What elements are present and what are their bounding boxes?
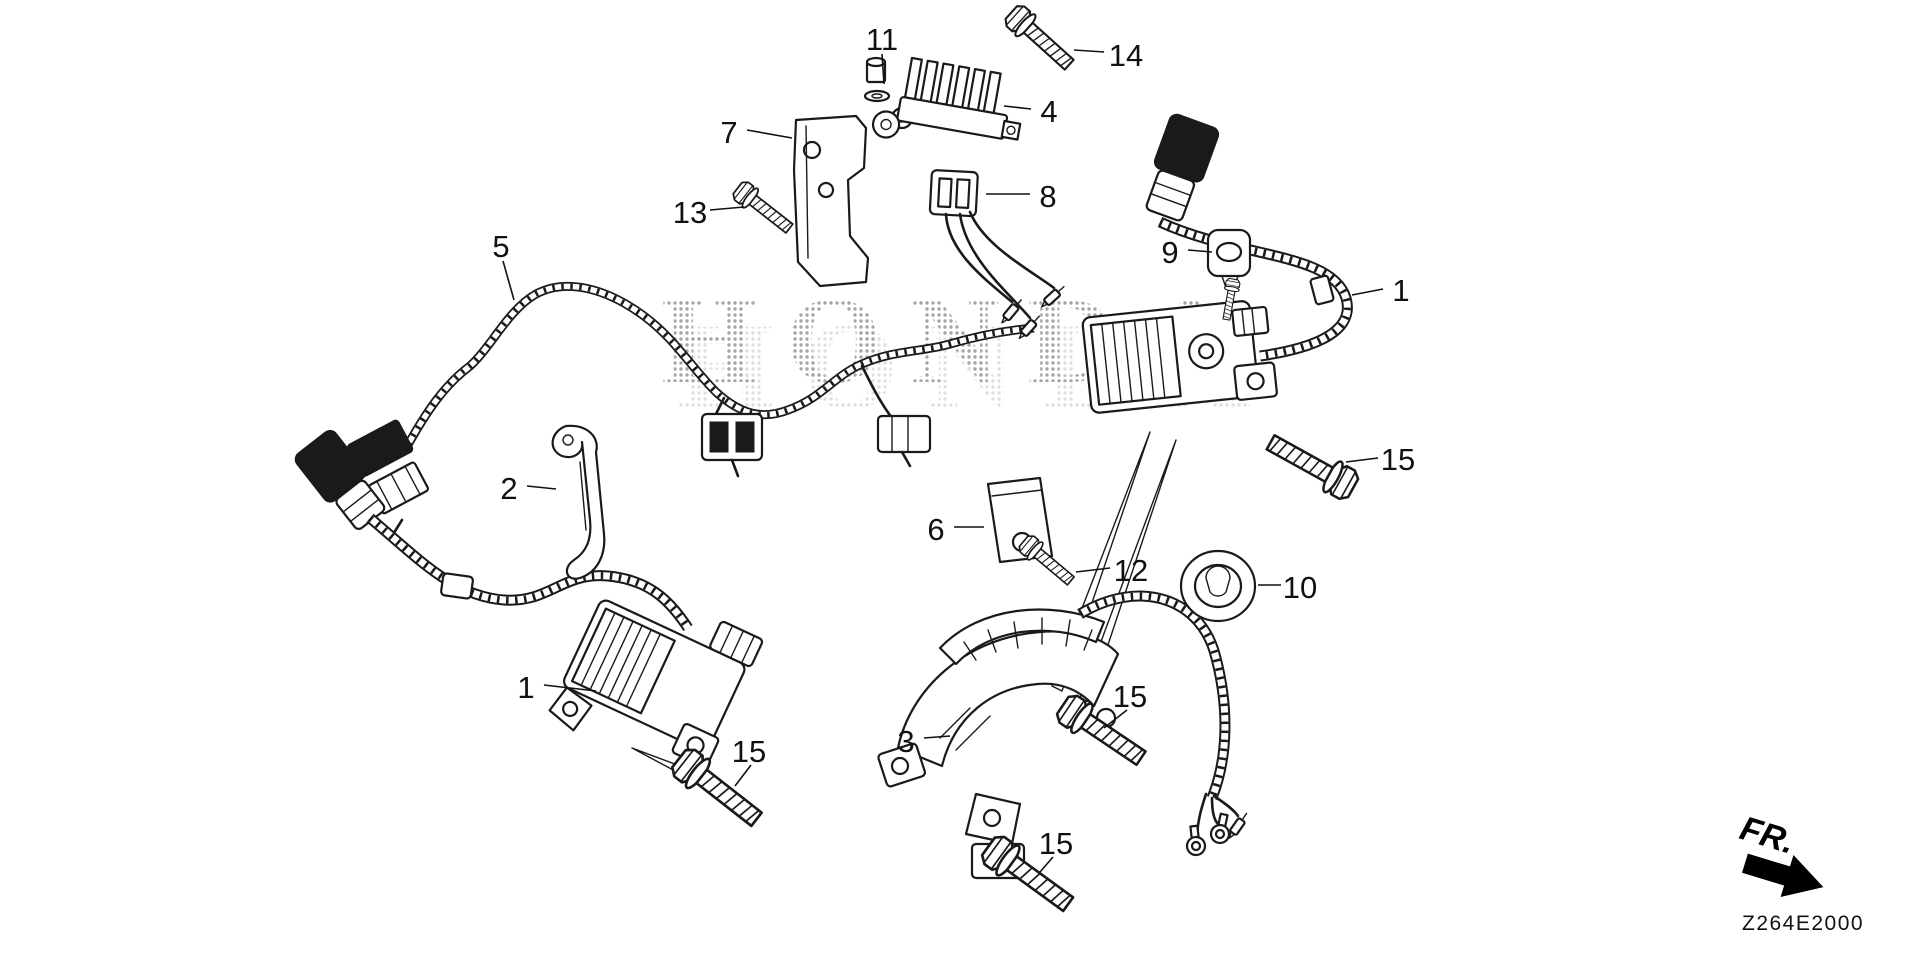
spark-plug-cap-right [1145, 113, 1220, 222]
callout-15-bottom-left: 15 [732, 734, 766, 769]
part-4-regulator [871, 56, 1022, 141]
callout-6: 6 [927, 512, 944, 547]
callout-13: 13 [673, 195, 707, 230]
callout-leader-15-bottom [1039, 856, 1054, 873]
callout-2: 2 [500, 471, 517, 506]
callout-leader-3 [923, 735, 951, 739]
callout-leader-7 [746, 129, 793, 139]
ignition-coil-unit-right [1081, 300, 1278, 414]
callout-leader-13 [709, 206, 745, 211]
part-11-collar [863, 56, 891, 103]
callout-leader-14 [1073, 49, 1105, 53]
part-13-bolt [729, 177, 798, 239]
callout-12: 12 [1114, 553, 1148, 588]
part-1-ignition-coil-assembly-left [294, 429, 764, 781]
part-5-wire-harness [346, 286, 1034, 538]
callout-10: 10 [1283, 570, 1317, 605]
direction-indicator: FR. [1736, 809, 1824, 898]
callout-8: 8 [1039, 179, 1056, 214]
callout-leader-15-bottom-left [734, 764, 752, 787]
part-3-coil-bracket [877, 596, 1251, 880]
callout-leader-1-right [1351, 288, 1384, 296]
harness-connector-b [876, 414, 932, 454]
callout-15-mid: 15 [1113, 679, 1147, 714]
callout-leader-11 [881, 53, 885, 85]
callout-4: 4 [1040, 94, 1057, 129]
callout-3: 3 [897, 724, 914, 759]
callout-14: 14 [1109, 38, 1143, 73]
part-1-ignition-coil-assembly-right [1051, 113, 1347, 703]
callout-leader-9 [1187, 249, 1213, 253]
callout-15-bottom: 15 [1039, 826, 1073, 861]
ignition-coil-unit-left [548, 599, 764, 768]
part-14-bolt [1000, 0, 1080, 77]
part-8-connector [928, 169, 1068, 343]
part-15-bolt-right [1261, 425, 1363, 505]
callout-1-left: 1 [517, 670, 534, 705]
part-9-grommet [1206, 228, 1252, 322]
callout-7: 7 [720, 115, 737, 150]
part-2-wire-clamp [551, 424, 606, 580]
part-10-grommet [1179, 549, 1257, 623]
callout-11: 11 [866, 22, 898, 57]
callout-9: 9 [1161, 235, 1178, 270]
diagram-code: Z264E2000 [1742, 912, 1864, 935]
fr-label: FR. [1736, 809, 1799, 861]
callout-leader-5 [502, 260, 515, 301]
callout-leader-2 [526, 485, 557, 490]
callout-5: 5 [492, 229, 509, 264]
callout-leader-15-right [1345, 457, 1379, 463]
callout-leader-15-mid [1103, 709, 1128, 729]
part-7-bracket [792, 106, 914, 288]
fr-arrow-icon [1742, 853, 1824, 898]
callout-leader-4 [1003, 105, 1032, 110]
callout-15-right: 15 [1381, 442, 1415, 477]
harness-connector-a [700, 412, 764, 462]
callout-leader-12 [1075, 567, 1111, 573]
callout-1-right: 1 [1392, 273, 1409, 308]
callout-leader-1-left [543, 684, 597, 692]
